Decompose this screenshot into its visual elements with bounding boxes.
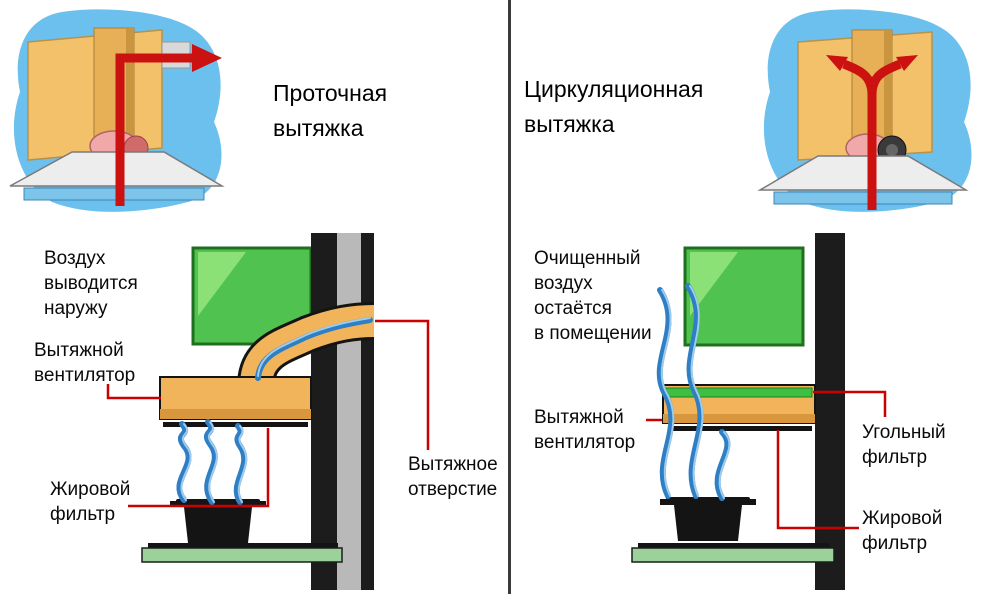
grease-filter-bar: [670, 426, 812, 431]
duct-column-shade: [884, 30, 892, 154]
left-schematic: [106, 233, 430, 590]
right-title: Циркуляционная вытяжка: [524, 76, 704, 137]
callout-line-grease-filter: [776, 430, 859, 530]
wall-column-black-2: [361, 233, 374, 590]
wall-column-black: [815, 233, 845, 590]
fan-hub: [886, 144, 898, 156]
duct-column-shade: [126, 28, 134, 152]
left-title: Проточная вытяжка: [273, 80, 388, 141]
hood-underside: [663, 414, 815, 423]
smoke: [176, 419, 248, 505]
airflow-arrow: [115, 53, 194, 206]
label-clean-air: Очищенный воздух остаётся в помещении: [534, 248, 652, 345]
smoke: [656, 283, 731, 501]
label-fan-right: Вытяжной вентилятор: [534, 407, 636, 454]
left-panel-graphics: [9, 9, 430, 590]
carbon-filter-strip: [665, 387, 813, 398]
callout-line-grease-filter: [128, 428, 270, 508]
callout-line-exhaust-opening: [375, 319, 430, 450]
stove-top: [638, 543, 830, 548]
duct-smoke-highlight: [257, 317, 371, 377]
stove-base: [141, 547, 343, 563]
stove-top: [148, 543, 338, 548]
label-grease-filter-right: Жировой фильтр: [862, 508, 943, 555]
right-panel-graphics: [631, 9, 972, 590]
panel-divider: [508, 0, 511, 594]
duct-smoke: [255, 317, 373, 381]
hood-filter-strip: [773, 191, 953, 205]
arrowhead-right: [896, 55, 918, 71]
left-hood-illustration: [9, 9, 225, 212]
callout-line-carbon-filter: [813, 390, 887, 417]
arrowhead-left: [826, 55, 848, 71]
window-shine: [690, 252, 738, 316]
wall-column-gray: [337, 233, 361, 590]
airflow-arrow-right: [867, 59, 902, 96]
callout-line-fan: [106, 384, 161, 400]
label-exhaust-opening: Вытяжное отверстие: [408, 454, 498, 501]
hood-underside: [160, 409, 311, 419]
label-carbon-filter: Угольный фильтр: [862, 422, 946, 469]
wall-column-black: [311, 233, 337, 590]
right-schematic: [631, 233, 887, 590]
right-hood-illustration: [757, 9, 972, 212]
window-shine: [198, 252, 246, 316]
label-air-out: Воздух выводится наружу: [44, 248, 138, 320]
stove-base: [631, 547, 835, 563]
airflow-arrowhead: [192, 44, 222, 72]
hood-filter-strip: [23, 187, 205, 201]
label-grease-filter-left: Жировой фильтр: [50, 479, 131, 526]
hood-canopy: [757, 155, 969, 191]
pot: [660, 497, 756, 541]
label-fan-left: Вытяжной вентилятор: [34, 340, 136, 387]
